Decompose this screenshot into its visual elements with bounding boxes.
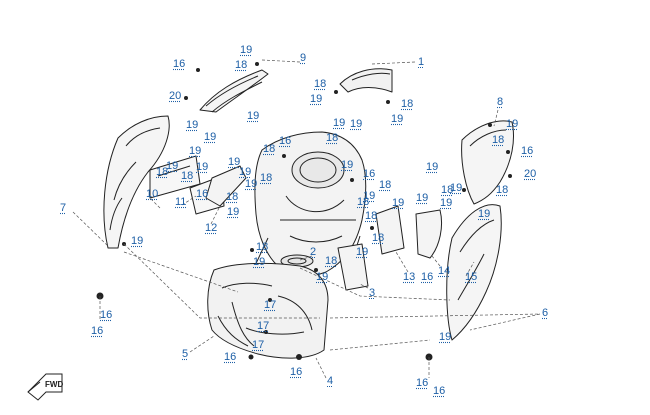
callout-18: 18 [379, 179, 392, 191]
callout-19: 19 [439, 331, 452, 343]
callout-18: 18 [325, 255, 338, 267]
part-6-15-right-lower [446, 204, 502, 341]
callout-19: 19 [350, 118, 363, 130]
callout-19: 19 [363, 190, 376, 202]
callout-18: 18 [263, 143, 276, 155]
callout-8: 8 [497, 96, 504, 108]
part-8-right-panel [461, 120, 514, 205]
callout-5: 5 [182, 348, 189, 360]
callout-17: 17 [257, 320, 270, 332]
part-9-trim [199, 69, 269, 113]
part-1-cover-cap [339, 68, 393, 93]
callout-7: 7 [60, 202, 67, 214]
part-7-left-panel [103, 115, 170, 249]
callout-12: 12 [205, 222, 218, 234]
callout-19: 19 [131, 235, 144, 247]
callout-18: 18 [372, 232, 385, 244]
fasteners [96, 62, 512, 361]
part-13-14-inner [375, 205, 443, 259]
callout-17: 17 [264, 299, 277, 311]
callout-19: 19 [356, 246, 369, 258]
callout-16: 16 [91, 325, 104, 337]
callout-19: 19 [245, 178, 258, 190]
callout-19: 19 [204, 131, 217, 143]
callout-15: 15 [465, 271, 478, 283]
callout-18: 18 [365, 210, 378, 222]
callout-19: 19 [506, 118, 519, 130]
fwd-text: FWD [45, 380, 63, 389]
callout-19: 19 [478, 208, 491, 220]
callout-19: 19 [333, 117, 346, 129]
callout-18: 18 [496, 184, 509, 196]
callout-16: 16 [421, 271, 434, 283]
callout-19: 19 [239, 166, 252, 178]
callout-19: 19 [316, 271, 329, 283]
callout-18: 18 [260, 172, 273, 184]
callout-18: 18 [357, 196, 370, 208]
callout-19: 19 [196, 161, 209, 173]
callout-19: 19 [440, 197, 453, 209]
callout-14: 14 [438, 265, 451, 277]
callout-19: 19 [391, 113, 404, 125]
callout-17: 17 [252, 339, 265, 351]
callout-19: 19 [228, 156, 241, 168]
callout-20: 20 [524, 168, 537, 180]
callout-18: 18 [314, 78, 327, 90]
leader-lines [72, 59, 541, 379]
callout-19: 19 [341, 159, 354, 171]
part-3-lower-cover [337, 243, 369, 291]
callout-19: 19 [247, 110, 260, 122]
callout-18: 18 [181, 170, 194, 182]
callout-18: 18 [156, 166, 169, 178]
forward-arrow-icon [27, 373, 63, 401]
callout-18: 18 [326, 132, 339, 144]
callout-16: 16 [279, 135, 292, 147]
callout-19: 19 [416, 192, 429, 204]
callout-18: 18 [492, 134, 505, 146]
part-4-5-lower-bucket [207, 262, 329, 359]
callout-2: 2 [310, 246, 317, 258]
callout-18: 18 [441, 184, 454, 196]
callout-19: 19 [310, 93, 323, 105]
callout-1: 1 [418, 56, 425, 68]
callout-16: 16 [416, 377, 429, 389]
callout-9: 9 [300, 52, 307, 64]
callout-19: 19 [240, 44, 253, 56]
callout-16: 16 [521, 145, 534, 157]
callout-19: 19 [426, 161, 439, 173]
callout-11: 11 [175, 196, 187, 208]
callout-19: 19 [166, 160, 179, 172]
callout-19: 19 [253, 256, 266, 268]
callout-10: 10 [146, 188, 159, 200]
callout-6: 6 [542, 307, 549, 319]
callout-19: 19 [392, 197, 405, 209]
callout-4: 4 [327, 375, 334, 387]
callout-16: 16 [173, 58, 186, 70]
callout-16: 16 [100, 309, 113, 321]
callout-19: 19 [450, 182, 463, 194]
callout-16: 16 [290, 366, 303, 378]
callout-19: 19 [186, 119, 199, 131]
part-12-bracket [205, 165, 247, 207]
callout-19: 19 [189, 145, 202, 157]
callout-19: 19 [227, 206, 240, 218]
callout-16: 16 [433, 385, 446, 397]
callout-16: 16 [196, 188, 209, 200]
callout-18: 18 [226, 191, 239, 203]
callout-18: 18 [401, 98, 414, 110]
callout-3: 3 [369, 287, 376, 299]
callout-13: 13 [403, 271, 416, 283]
callout-16: 16 [363, 168, 376, 180]
callout-18: 18 [256, 241, 269, 253]
callout-18: 18 [235, 59, 248, 71]
callout-20: 20 [169, 90, 182, 102]
callout-16: 16 [224, 351, 237, 363]
